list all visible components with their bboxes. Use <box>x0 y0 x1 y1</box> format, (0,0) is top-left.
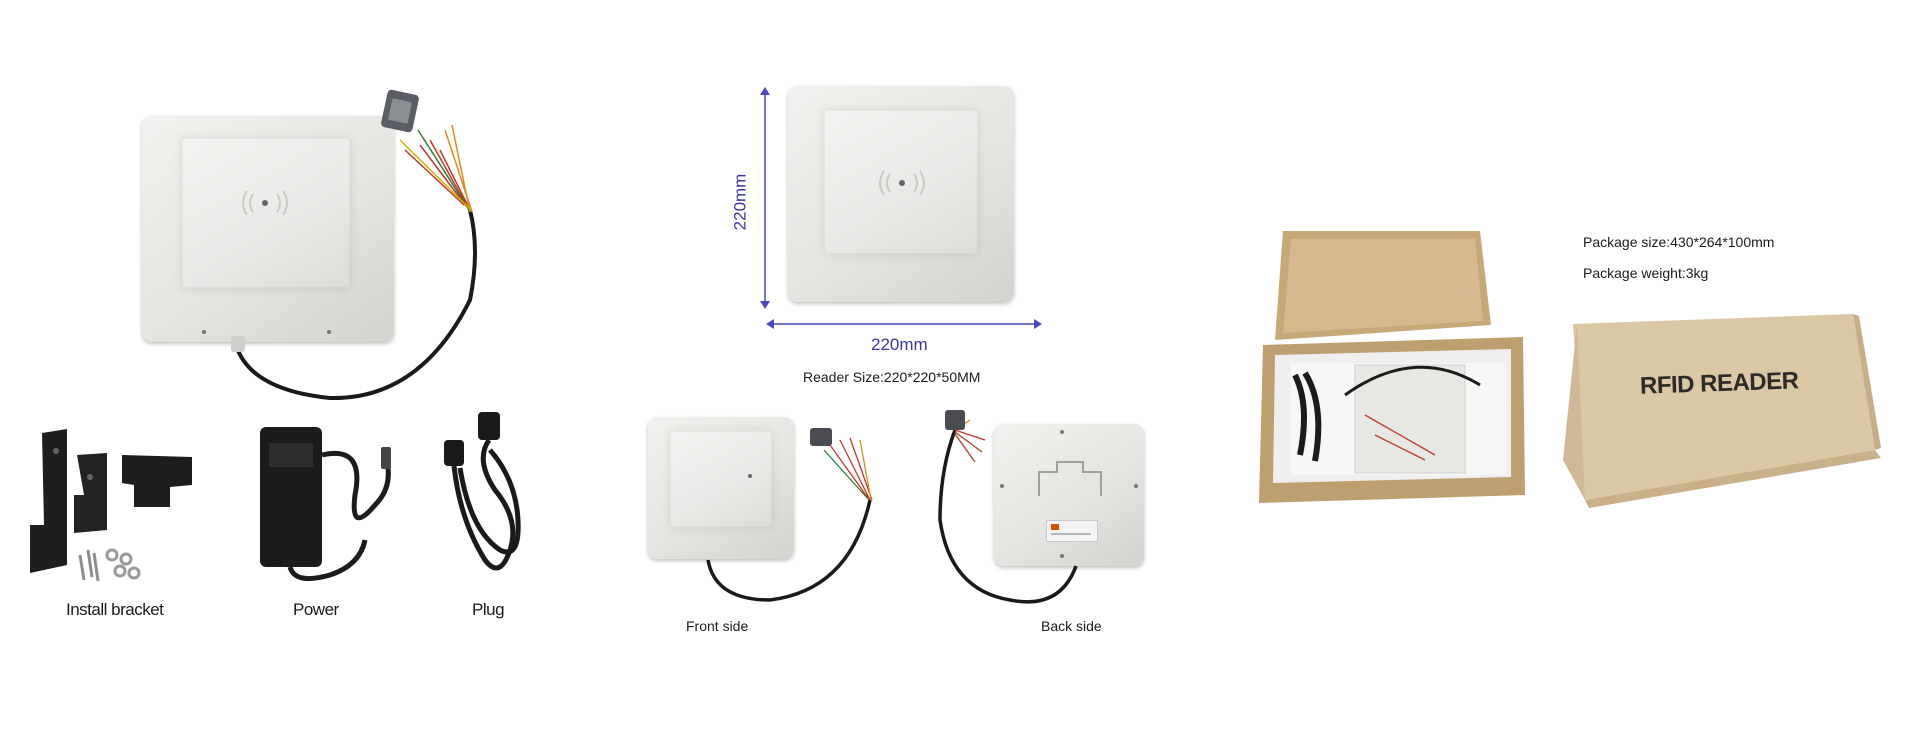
height-dimension-line <box>760 87 770 309</box>
package-weight-label: Package weight:3kg <box>1583 265 1709 281</box>
rfid-reader-main <box>142 116 394 342</box>
rfid-reader-dimensioned <box>788 86 1014 302</box>
front-side-label: Front side <box>686 618 749 634</box>
width-dimension-label: 220mm <box>871 335 928 354</box>
back-mount-slot-icon <box>1038 461 1102 496</box>
power-label: Power <box>293 600 339 619</box>
package-size-label: Package size:430*264*100mm <box>1583 234 1775 250</box>
reader-back-side <box>994 424 1144 566</box>
power-adapter-icon <box>260 427 391 582</box>
plug-label: Plug <box>472 600 505 619</box>
reader-size-label: Reader Size:220*220*50MM <box>803 369 981 385</box>
rfid-wave-logo-icon <box>242 190 288 216</box>
back-spec-label-sticker <box>1046 520 1098 542</box>
back-side-label: Back side <box>1041 618 1102 634</box>
install-bracket-icon <box>30 429 192 582</box>
open-package-box <box>1259 231 1525 503</box>
width-dimension-line <box>766 319 1042 329</box>
install-bracket-label: Install bracket <box>66 600 164 619</box>
box-print-label: RFID READER <box>1639 367 1799 400</box>
rfid-wave-logo-icon <box>879 170 925 196</box>
reader-front-side <box>648 417 794 559</box>
closed-package-box <box>1563 314 1881 508</box>
power-plug-icon <box>444 412 521 571</box>
